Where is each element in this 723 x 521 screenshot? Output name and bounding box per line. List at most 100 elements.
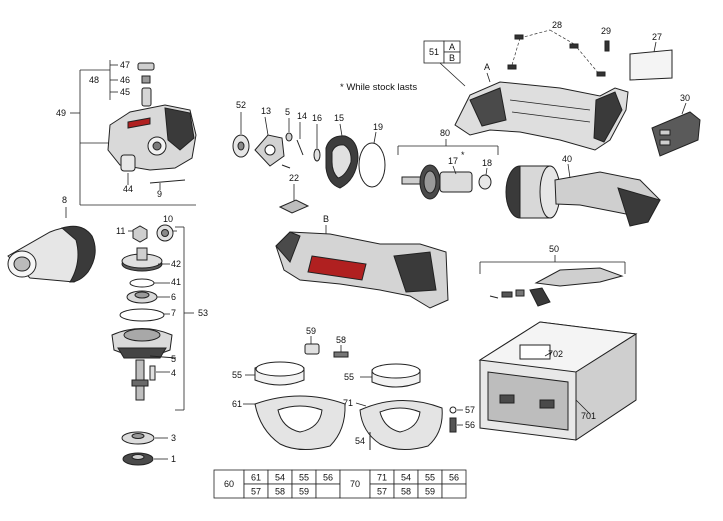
label-17: 17 [448, 156, 458, 166]
part-45-pin [141, 87, 152, 107]
label-48: 48 [89, 75, 99, 85]
label-71: 71 [343, 398, 353, 408]
label-701: 701 [581, 411, 596, 421]
part-4-pin [149, 365, 156, 381]
part-57-ring [449, 406, 457, 414]
label-14: 14 [297, 111, 307, 121]
flange-nuts-group: 3 1 [121, 431, 176, 466]
table60-cell-text: 61 [251, 473, 261, 483]
guard-group-left: 59 58 55 61 [232, 326, 349, 450]
part-18-bearing [478, 174, 492, 190]
box-51-a: A [449, 42, 455, 52]
part-56-spring [449, 417, 457, 433]
table70-cell-text: 54 [401, 473, 411, 483]
guard-group-right: 55 71 57 56 54 [343, 363, 475, 450]
label-57: 57 [465, 405, 475, 415]
label-702: 702 [548, 349, 563, 359]
label-46: 46 [120, 75, 130, 85]
label-7: 7 [171, 308, 176, 318]
table70-cell-text: 71 [377, 473, 387, 483]
label-A: A [484, 62, 490, 72]
label-47: 47 [120, 60, 130, 70]
label-42: 42 [171, 259, 181, 269]
label-5a: 5 [285, 107, 290, 117]
part-44-bushing [120, 154, 136, 172]
table70-cell-text: 57 [377, 487, 387, 497]
spindle-group: 11 10 42 41 6 7 53 5 4 [111, 214, 208, 411]
label-29: 29 [601, 26, 611, 36]
part-11-nut [132, 225, 148, 243]
label-41: 41 [171, 277, 181, 287]
table60-cell-text: 57 [251, 487, 261, 497]
label-10: 10 [163, 214, 173, 224]
table70-cell-text: 56 [449, 473, 459, 483]
label-61: 61 [232, 399, 242, 409]
part-46-spring [141, 75, 151, 84]
label-45: 45 [120, 87, 130, 97]
housing-a-group: 51 A B A 28 29 27 30 [423, 20, 701, 157]
part-30-cover [651, 111, 701, 157]
label-B: B [323, 214, 329, 224]
label-54: 54 [355, 436, 365, 446]
table70-cell-text: 59 [425, 487, 435, 497]
label-44: 44 [123, 184, 133, 194]
label-55b: 55 [344, 372, 354, 382]
gear-head-group: 47 46 45 48 49 44 9 [56, 60, 197, 206]
label-28: 28 [552, 20, 562, 30]
box-51-num: 51 [429, 47, 439, 57]
label-58: 58 [336, 335, 346, 345]
part-50-switch-lever [534, 267, 624, 287]
note-while-stock-lasts: * While stock lasts [340, 82, 417, 93]
label-9: 9 [157, 189, 162, 199]
part-47-clip [137, 62, 155, 71]
table60-cell-text: 58 [275, 487, 285, 497]
housing-b-group: B [275, 214, 449, 309]
table60-cell-text: 59 [299, 487, 309, 497]
label-52: 52 [236, 100, 246, 110]
table70-cell-text: 55 [425, 473, 435, 483]
part-58-spring [333, 351, 349, 358]
table-70: 70 71 54 55 56 57 58 59 [339, 469, 467, 499]
label-22: 22 [289, 173, 299, 183]
label-6: 6 [171, 292, 176, 302]
table-60-num: 60 [224, 479, 234, 489]
label-59: 59 [306, 326, 316, 336]
table-70-num: 70 [350, 479, 360, 489]
label-4: 4 [171, 368, 176, 378]
label-15: 15 [334, 113, 344, 123]
label-27: 27 [652, 32, 662, 42]
motor-parts-group: 52 13 5 14 16 15 22 19 80 [232, 100, 499, 214]
label-49: 49 [56, 108, 66, 118]
side-handle-group: 8 [7, 195, 96, 283]
table70-cell [441, 483, 467, 499]
part-19-ring [358, 142, 386, 188]
carrying-case-group: 702 701 [478, 321, 638, 441]
label-3: 3 [171, 433, 176, 443]
table60-cell-text: 54 [275, 473, 285, 483]
table60-cell-text: 55 [299, 473, 309, 483]
table70-cell-text: 58 [401, 487, 411, 497]
part-16-washer [313, 148, 321, 162]
label-56: 56 [465, 420, 475, 430]
label-16: 16 [312, 113, 322, 123]
label-11: 11 [116, 226, 125, 236]
label-5b: 5 [171, 354, 176, 364]
stator-group: 40 [505, 154, 661, 227]
label-40: 40 [562, 154, 572, 164]
part-22-pad [278, 199, 310, 214]
label-star: * [461, 150, 465, 160]
part-41-ring [129, 278, 155, 288]
table60-cell [315, 483, 341, 499]
label-13: 13 [261, 106, 271, 116]
switch-group: 50 [479, 244, 626, 307]
label-18: 18 [482, 158, 492, 168]
label-30: 30 [680, 93, 690, 103]
label-8: 8 [62, 195, 67, 205]
label-55a: 55 [232, 370, 242, 380]
label-80: 80 [440, 128, 450, 138]
label-53: 53 [198, 308, 208, 318]
part-27-label [629, 49, 673, 81]
